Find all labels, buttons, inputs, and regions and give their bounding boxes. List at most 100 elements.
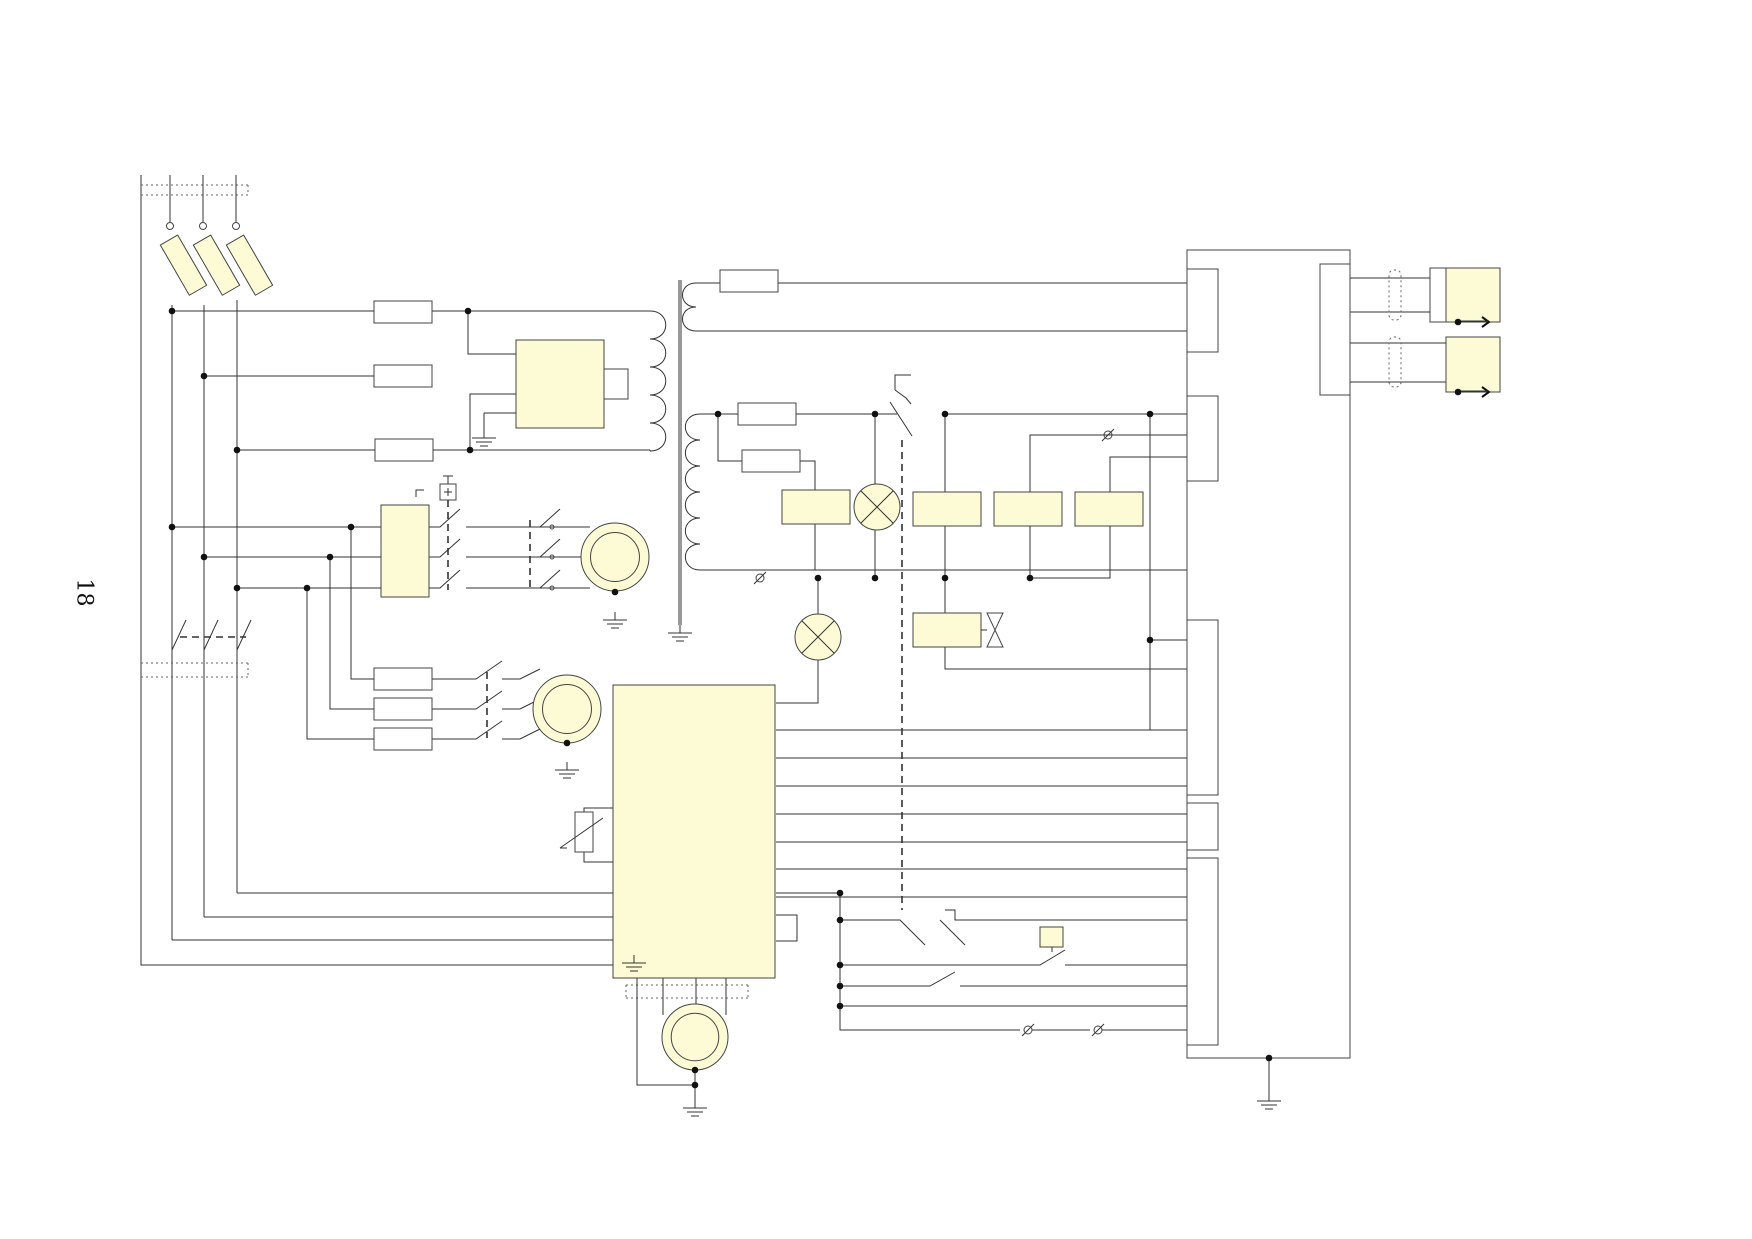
pressure-switch-box xyxy=(1039,926,1064,948)
motor2-feed xyxy=(502,668,541,680)
fuse-icon xyxy=(225,234,274,296)
solenoid-box xyxy=(912,612,982,648)
terminal-icon xyxy=(199,222,207,230)
junction-node xyxy=(1146,636,1154,644)
thermal-switch-icon xyxy=(894,389,912,405)
terminal-slash xyxy=(1091,1023,1105,1037)
relay-coil-box xyxy=(781,489,851,525)
junction-node xyxy=(1265,1054,1273,1062)
thermal-switch-icon xyxy=(889,401,913,437)
junction-node xyxy=(1454,318,1462,326)
terminal-icon xyxy=(549,554,555,560)
motor2-feed xyxy=(502,728,541,740)
motor2-feed xyxy=(350,527,374,680)
motor2-feed xyxy=(306,588,374,740)
coil-path xyxy=(649,310,667,452)
motor-inner xyxy=(670,1012,720,1062)
lamp-icon xyxy=(794,613,842,661)
ground-icon xyxy=(603,612,627,629)
motor2-switch-contact xyxy=(432,660,503,680)
motor2-switch-contact xyxy=(432,720,503,740)
box-feed xyxy=(467,311,516,355)
pe-rail xyxy=(140,175,613,966)
junction-nodes xyxy=(168,307,1462,1089)
junction-node xyxy=(168,523,176,531)
transformer-coil-icon xyxy=(685,413,701,571)
motor-switch-contact xyxy=(466,538,561,558)
arrow-icon xyxy=(1458,386,1491,398)
ground-icon xyxy=(683,1100,707,1117)
junction-node xyxy=(871,574,879,582)
valve-tri xyxy=(986,628,1004,648)
io-terminal-block xyxy=(1186,395,1219,482)
motor-outer xyxy=(532,674,602,744)
motor-icon xyxy=(661,1003,729,1071)
motor-outer xyxy=(580,522,650,592)
junction-node xyxy=(1026,574,1034,582)
terminal-slash xyxy=(753,571,767,585)
transformer-coil-icon xyxy=(649,310,667,452)
motor2-switch-contact xyxy=(432,690,503,710)
main-switch-contact xyxy=(236,619,252,651)
thermal-switch-icon xyxy=(894,374,911,390)
terminal-mark-icon xyxy=(1021,1023,1035,1037)
valve-icon xyxy=(981,612,1004,648)
fuse-box xyxy=(373,667,433,691)
fuse-icon xyxy=(192,234,241,296)
junction-node xyxy=(836,916,844,924)
relay-coil-box xyxy=(993,491,1063,527)
fuse-box xyxy=(374,438,434,462)
ground-icon xyxy=(668,625,692,642)
control-wire xyxy=(945,909,1187,921)
transformer-control-box xyxy=(515,339,605,429)
fuse-body xyxy=(192,234,241,296)
secondary-wire xyxy=(800,460,816,490)
terminal-circle xyxy=(1093,1025,1103,1035)
junction-node xyxy=(836,961,844,969)
relay-wire xyxy=(1029,434,1187,492)
controller-box xyxy=(612,684,776,979)
junction-node xyxy=(691,1081,699,1089)
motor-switch-contact xyxy=(429,538,461,558)
junction-node xyxy=(464,307,472,315)
junction-node xyxy=(941,410,949,418)
terminal-icon xyxy=(549,524,555,530)
terminal-icon xyxy=(166,222,174,230)
control-switch-icon xyxy=(840,971,956,987)
ground-icon xyxy=(555,762,579,779)
fuse-box xyxy=(737,402,797,426)
motor2-feed xyxy=(329,557,374,710)
thermistor-slash xyxy=(559,817,604,849)
io-terminal-block xyxy=(1186,619,1219,796)
fuse-body xyxy=(225,234,274,296)
lamp-icon xyxy=(853,483,901,531)
lamp-cross xyxy=(860,490,894,524)
lamp-wire xyxy=(776,660,819,704)
junction-node xyxy=(1146,410,1154,418)
terminal-circle xyxy=(755,573,765,583)
sensor-terminal xyxy=(1429,267,1447,323)
terminal-circle xyxy=(1103,430,1113,440)
motor3-ground xyxy=(636,978,695,1086)
junction-node xyxy=(303,584,311,592)
control-switch-icon xyxy=(840,949,1066,966)
control-wire xyxy=(839,893,1020,1031)
motor-switch-contact xyxy=(429,508,461,528)
io-terminal-block xyxy=(1186,268,1219,353)
sensor-box xyxy=(1445,336,1501,393)
fuse-body xyxy=(159,234,208,296)
terminal-slash xyxy=(1021,1023,1035,1037)
main-switch-contact xyxy=(203,619,219,651)
valve-tri xyxy=(986,612,1004,632)
junction-node xyxy=(941,574,949,582)
ground-icon xyxy=(472,430,496,447)
sensor-box xyxy=(1445,267,1501,323)
controller-loop xyxy=(776,914,798,942)
junction-node xyxy=(1454,388,1462,396)
io-terminal-block xyxy=(1186,802,1219,851)
control-box-terminal xyxy=(603,368,629,400)
motor-icon xyxy=(580,522,650,592)
control-switch-icon xyxy=(840,919,926,946)
junction-node xyxy=(563,739,571,747)
